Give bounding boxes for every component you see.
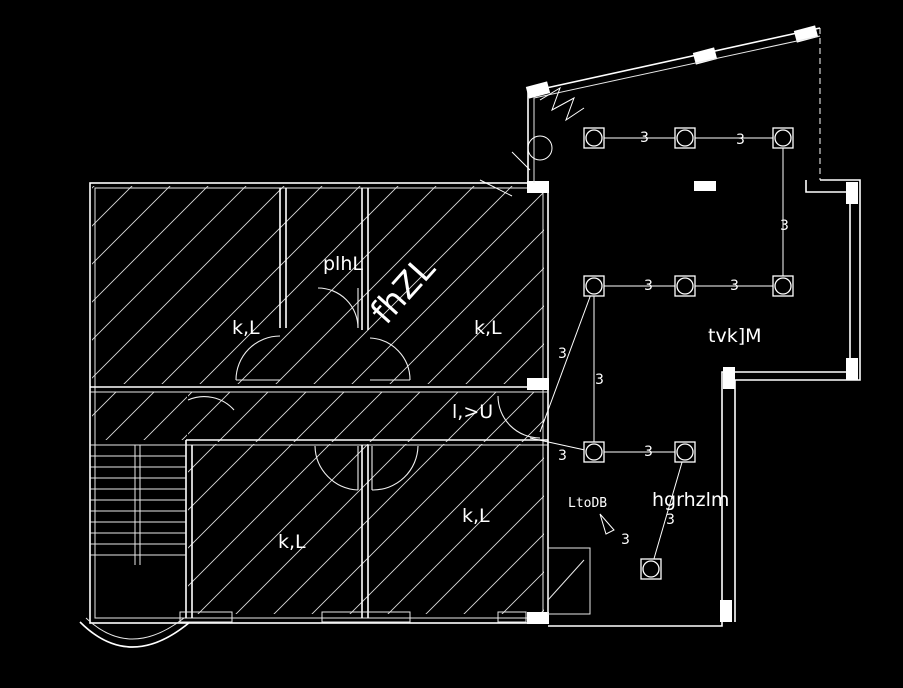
hatch-line [225,186,544,614]
light-fixture-icon [676,277,694,295]
room-label-bottom-right: k,L [462,505,490,527]
hatch-line [0,184,58,624]
circuit-fixtures [583,127,794,580]
hatch-line [187,186,544,614]
hatch-line [92,186,249,614]
distribution-board-label: LtoDB [568,496,607,511]
hatch-line [263,186,544,614]
wire-label: 3 [558,448,567,464]
doors [187,287,541,491]
circuit-wire [650,451,686,570]
wire-label: 3 [644,444,653,460]
light-fixture-icon [585,277,603,295]
hatch-line [758,184,903,624]
hatch-line [149,186,544,614]
arrow-marker-icon [599,513,615,535]
wire-label: 3 [621,532,630,548]
hatch-line [453,186,544,614]
hatch-line [92,186,325,614]
hatch-line [0,184,20,624]
room-label-top-center: plhL [323,253,363,275]
light-fixture-icon [676,129,694,147]
hatch-line [529,186,544,614]
hatch-line [491,186,544,614]
hatch-line [92,186,439,614]
wire-label: 3 [558,346,567,362]
room-label-bottom-left: k,L [278,531,306,553]
hatch-line [92,186,477,614]
wire-label: 3 [644,278,653,294]
wire-labels: 3 3 3 3 3 3 3 3 3 3 3 [558,130,789,548]
building-walls [79,182,549,648]
light-fixture-icon [642,560,660,578]
light-fixture-icon [585,129,603,147]
hatch-line [415,186,544,614]
room-label-top-right: k,L [474,317,502,339]
wire-label: 3 [666,512,675,528]
circuit-wire [529,437,595,453]
window-blocks [525,25,858,624]
hatch-line [606,184,903,624]
wire-label: 3 [640,130,649,146]
terrace-outline [527,27,861,627]
wire-label: 3 [595,372,604,388]
light-fixture-icon [774,129,792,147]
wire-label: 3 [736,132,745,148]
zigzag-symbol-icon [539,86,585,122]
light-fixture-icon [676,443,694,461]
hatch-line [339,186,544,614]
hatch-line [377,186,544,614]
staircase [90,444,186,565]
light-fixture-icon [585,443,603,461]
hatch-line [92,186,135,614]
room-label-lawn: hgrhzlm [652,489,729,511]
room-label-corridor: l,>U [452,401,493,423]
hatch-line [92,186,173,614]
room-label-terrace: tvk]M [708,325,762,347]
hatch-line [92,186,401,614]
hatch-line [301,186,544,614]
junction-circle-icon [527,135,553,161]
hatch-line [92,186,363,614]
sill-strips [179,611,527,623]
hatch-line [92,186,211,614]
circuit-wire [539,285,595,433]
stair-steps [90,455,186,556]
wire-label: 3 [730,278,739,294]
hatch-line [92,186,287,614]
circuit-wires [529,137,784,570]
room-label-top-left: k,L [232,317,260,339]
hatch-line [720,184,903,624]
hatch-line [682,184,903,624]
hatch-line [92,186,97,614]
diagonal-annotation: fhZL [363,249,443,332]
hatch-line [644,184,903,624]
wire-label: 3 [780,218,789,234]
light-fixture-icon [774,277,792,295]
